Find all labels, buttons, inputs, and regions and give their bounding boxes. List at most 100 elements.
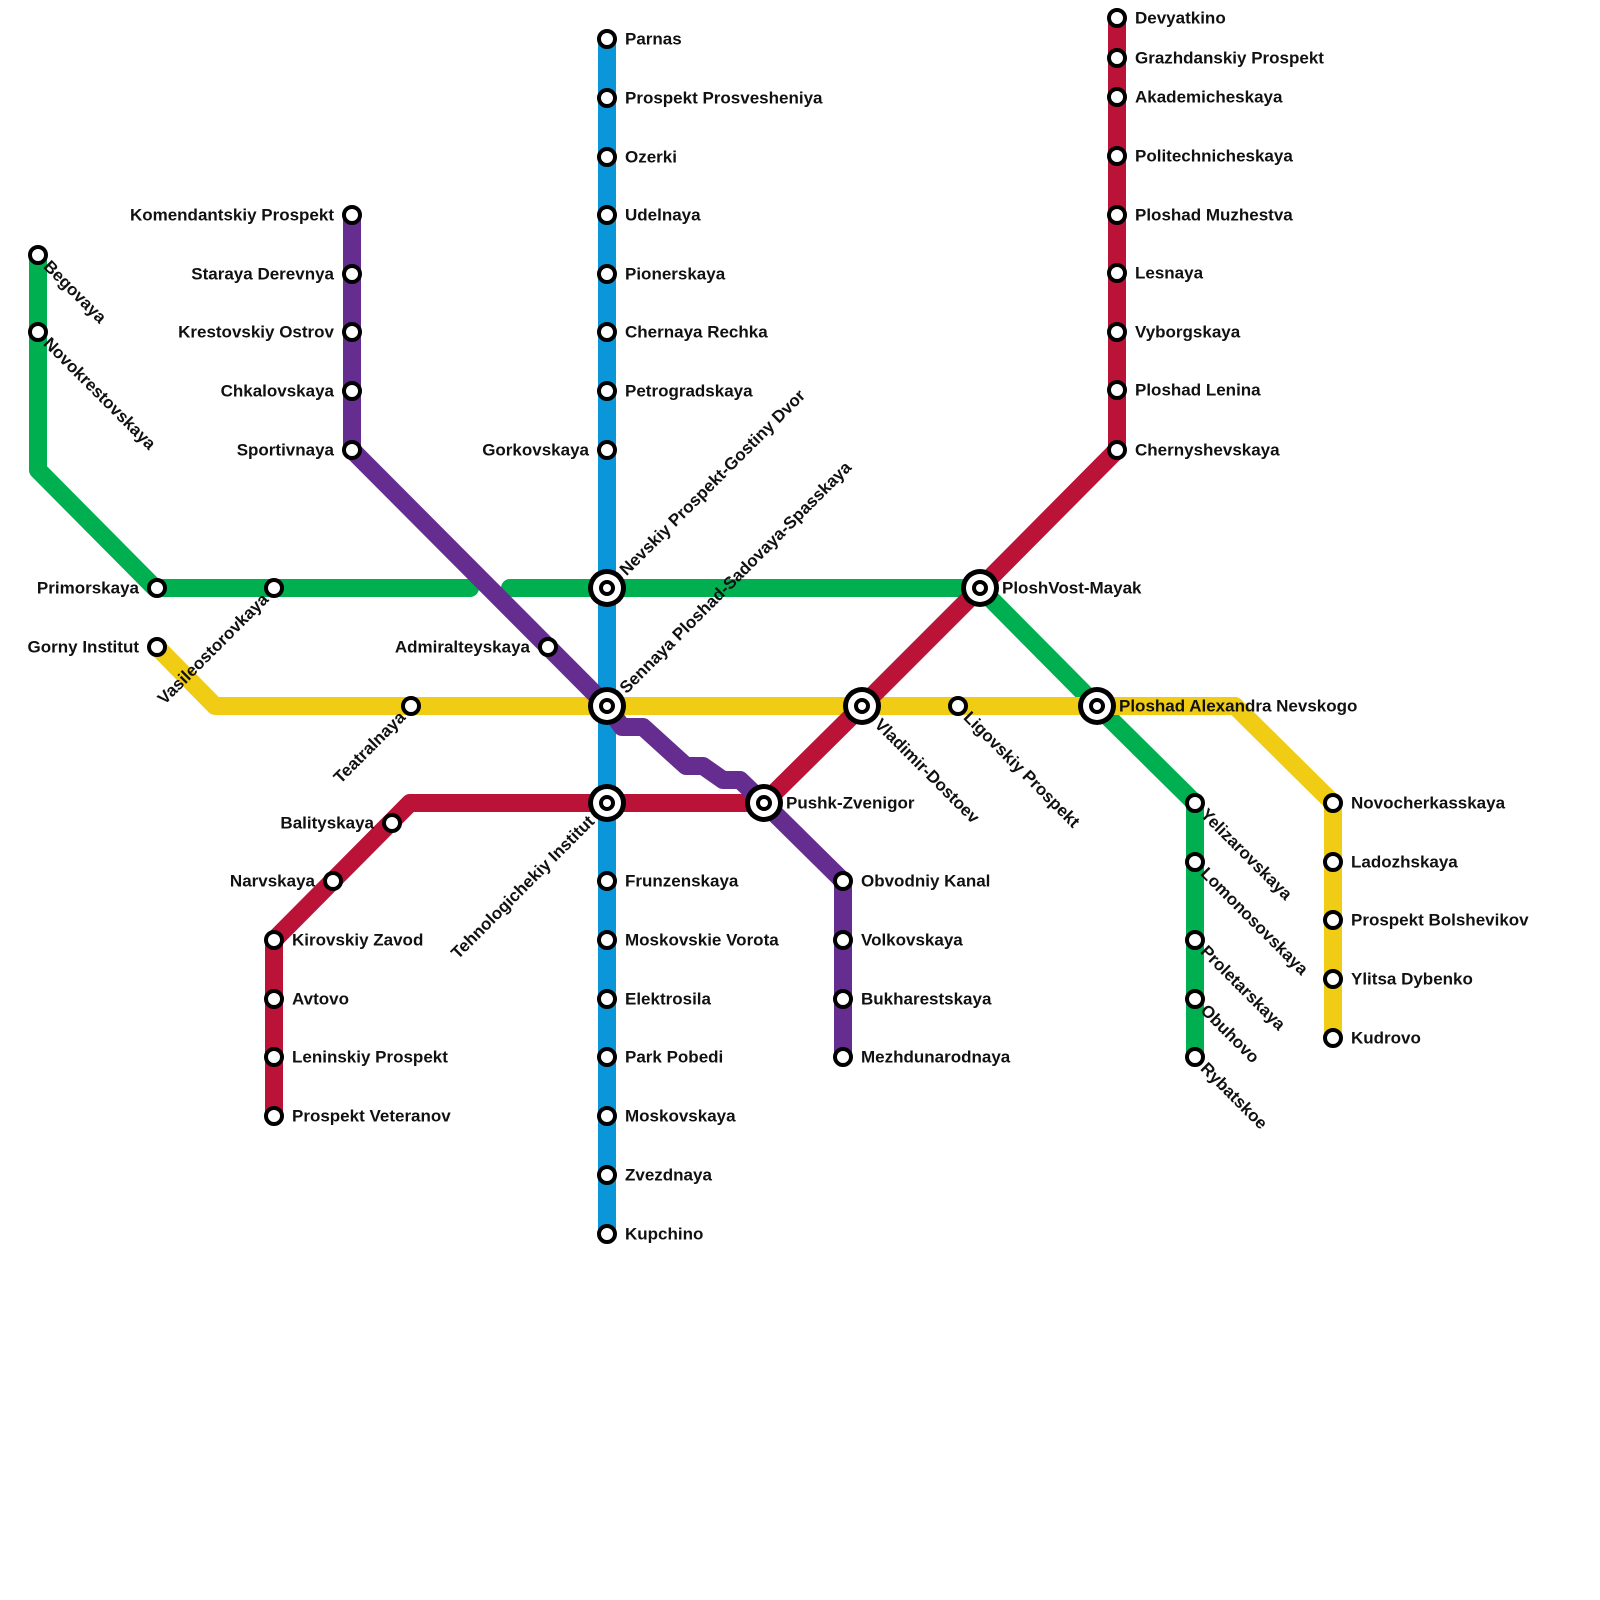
station-label[interactable]: Ploshad Muzhestva [1135,206,1293,225]
station-label[interactable]: Krestovskiy Ostrov [178,323,334,342]
station-rybatskoe[interactable] [1185,1047,1205,1067]
station-narvskaya[interactable] [323,871,343,891]
station-balityskaya[interactable] [382,813,402,833]
station-label[interactable]: Ploshad Lenina [1135,381,1261,400]
station-label[interactable]: Prospekt Veteranov [292,1107,451,1126]
station-label[interactable]: Politechnicheskaya [1135,147,1293,166]
station-label[interactable]: Pionerskaya [625,265,726,284]
station-volkovskaya[interactable] [833,930,853,950]
station-lomonos[interactable] [1185,852,1205,872]
station-label[interactable]: Ploshad Alexandra Nevskogo [1119,697,1357,716]
station-label[interactable]: Bukharestskaya [861,990,992,1009]
station-yelizar[interactable] [1185,793,1205,813]
station-obvodniy[interactable] [833,871,853,891]
station-label[interactable]: Parnas [625,30,682,49]
station-label[interactable]: Devyatkino [1135,9,1226,28]
station-novocherk[interactable] [1323,793,1343,813]
station-label[interactable]: Ozerki [625,148,677,167]
station-obuhovo[interactable] [1185,989,1205,1009]
station-primorskaya[interactable] [147,578,167,598]
station-label[interactable]: Petrogradskaya [625,382,753,401]
station-elektrosila[interactable] [597,989,617,1009]
station-label[interactable]: Kudrovo [1351,1029,1421,1048]
station-label[interactable]: Akademicheskaya [1135,88,1283,107]
station-label[interactable]: Narvskaya [230,872,316,891]
station-bolshevikov[interactable] [1323,910,1343,930]
station-label[interactable]: Chkalovskaya [221,382,335,401]
station-politech[interactable] [1107,146,1127,166]
station-begovaya[interactable] [28,245,48,265]
station-label[interactable]: Prospekt Prosvesheniya [625,89,823,108]
station-ligovskiy[interactable] [948,696,968,716]
station-muzhestva[interactable] [1107,205,1127,225]
station-moskovskaya[interactable] [597,1106,617,1126]
station-label[interactable]: Zvezdnaya [625,1166,712,1185]
station-vasileo[interactable] [264,578,284,598]
station-label[interactable]: Frunzenskaya [625,872,739,891]
station-akadem[interactable] [1107,87,1127,107]
station-label[interactable]: Chernaya Rechka [625,323,768,342]
station-veteranov[interactable] [264,1106,284,1126]
station-label[interactable]: Sennaya Ploshad-Sadovaya-Spasskaya [616,458,856,698]
station-kirovskiy[interactable] [264,930,284,950]
station-label[interactable]: PloshVost-Mayak [1002,579,1142,598]
station-label[interactable]: Moskovskie Vorota [625,931,779,950]
station-label[interactable]: Novokrestovskaya [40,334,160,454]
station-gorny[interactable] [147,637,167,657]
station-label[interactable]: Chernyshevskaya [1135,441,1280,460]
station-label[interactable]: Gorkovskaya [482,441,589,460]
station-label[interactable]: Obvodniy Kanal [861,872,990,891]
station-komendantskiy[interactable] [342,205,362,225]
station-nevskiy[interactable] [588,569,626,607]
station-kupchino[interactable] [597,1224,617,1244]
station-label[interactable]: Udelnaya [625,206,701,225]
station-vladimir[interactable] [843,687,881,725]
station-chernaya[interactable] [597,322,617,342]
station-gorkovskaya[interactable] [597,440,617,460]
station-frunzenskaya[interactable] [597,871,617,891]
station-label[interactable]: Prospekt Bolshevikov [1351,911,1529,930]
station-label[interactable]: Ladozhskaya [1351,853,1458,872]
station-label[interactable]: Pushk-Zvenigor [786,794,915,813]
station-label[interactable]: Komendantskiy Prospekt [130,206,334,225]
station-petrogradskaya[interactable] [597,381,617,401]
station-pionerskaya[interactable] [597,264,617,284]
station-chkalovskaya[interactable] [342,381,362,401]
station-sportivnaya[interactable] [342,440,362,460]
station-label[interactable]: Sportivnaya [237,441,335,460]
station-proletar[interactable] [1185,930,1205,950]
station-udelnaya[interactable] [597,205,617,225]
station-prosvesh[interactable] [597,88,617,108]
station-ozerki[interactable] [597,147,617,167]
station-chernyshev[interactable] [1107,440,1127,460]
station-pan[interactable] [1078,687,1116,725]
station-label[interactable]: Avtovo [292,990,349,1009]
station-label[interactable]: Nevskiy Prospekt-Gostiny Dvor [616,386,809,579]
station-novokrest[interactable] [28,322,48,342]
station-lesnaya[interactable] [1107,263,1127,283]
station-label[interactable]: Ylitsa Dybenko [1351,970,1473,989]
station-label[interactable]: Staraya Derevnya [191,265,334,284]
station-label[interactable]: Mezhdunarodnaya [861,1048,1011,1067]
station-zvezdnaya[interactable] [597,1165,617,1185]
station-label[interactable]: Volkovskaya [861,931,963,950]
station-grazhdanskiy[interactable] [1107,48,1127,68]
station-label[interactable]: Gorny Institut [28,638,140,657]
station-staraya[interactable] [342,264,362,284]
station-vyborgskaya[interactable] [1107,322,1127,342]
station-dybenko[interactable] [1323,969,1343,989]
station-avtovo[interactable] [264,989,284,1009]
station-sennaya[interactable] [588,687,626,725]
station-label[interactable]: Leninskiy Prospekt [292,1048,448,1067]
station-lenina[interactable] [1107,380,1127,400]
station-label[interactable]: Primorskaya [37,579,140,598]
station-label[interactable]: Vasileostorovkaya [154,589,273,708]
station-krestovskiy[interactable] [342,322,362,342]
station-label[interactable]: Novocherkasskaya [1351,794,1506,813]
station-label[interactable]: Tehnologichekiy Institut [447,812,598,963]
station-parnas[interactable] [597,29,617,49]
station-label[interactable]: Lesnaya [1135,264,1204,283]
station-ladozh[interactable] [1323,852,1343,872]
station-devyatkino[interactable] [1107,8,1127,28]
station-tehno[interactable] [588,784,626,822]
